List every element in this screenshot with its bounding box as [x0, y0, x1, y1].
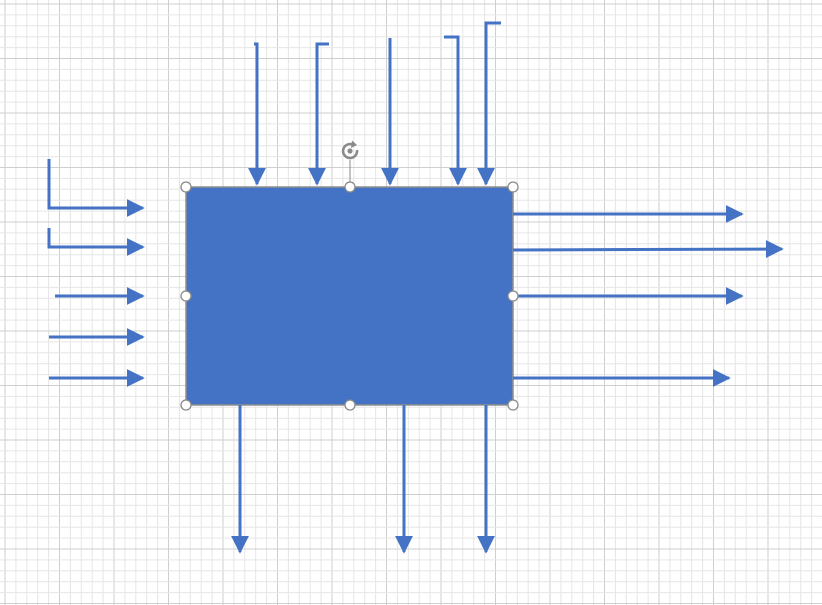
bottom-arrows [231, 405, 495, 554]
top-arrow-1[interactable] [248, 42, 266, 186]
resize-handle-top-center[interactable] [344, 181, 356, 193]
right-arrow-2[interactable] [512, 240, 784, 259]
left-arrow-1[interactable] [47, 159, 145, 217]
resize-handles [180, 181, 519, 411]
rotate-icon[interactable] [341, 140, 359, 160]
rotation-handle[interactable] [341, 140, 359, 188]
top-arrow-5[interactable] [477, 21, 501, 186]
left-arrow-2[interactable] [47, 228, 145, 256]
left-arrows [47, 159, 145, 387]
right-arrows [512, 205, 784, 387]
resize-handle-bottom-right[interactable] [507, 399, 519, 411]
resize-handle-middle-right[interactable] [507, 290, 519, 302]
resize-handle-bottom-center[interactable] [344, 399, 356, 411]
resize-handle-top-right[interactable] [507, 181, 519, 193]
resize-handle-middle-left[interactable] [180, 290, 192, 302]
top-arrow-2[interactable] [308, 42, 329, 186]
top-arrow-4[interactable] [444, 35, 467, 186]
main-rectangle-shape[interactable] [185, 186, 514, 406]
resize-handle-bottom-left[interactable] [180, 399, 192, 411]
top-arrows [248, 21, 501, 186]
resize-handle-top-left[interactable] [180, 181, 192, 193]
